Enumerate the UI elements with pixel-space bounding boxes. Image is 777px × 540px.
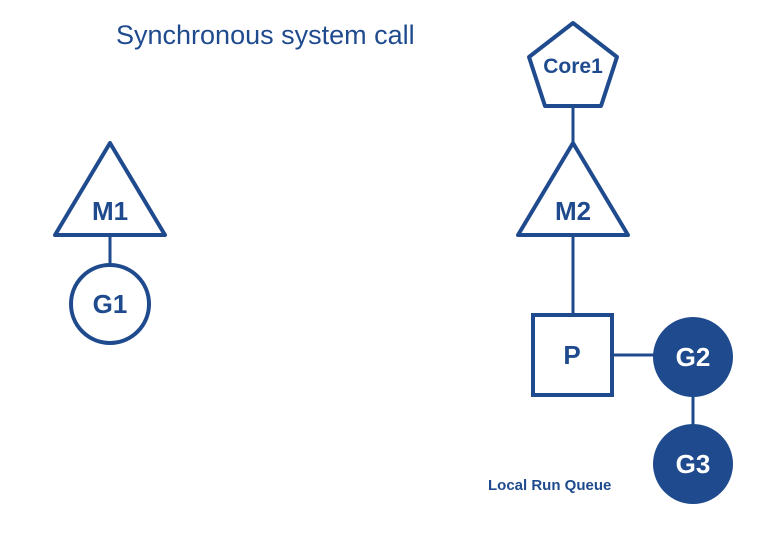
g1-node: G1 xyxy=(69,263,151,345)
triangle-shape xyxy=(516,141,630,237)
p-node: P xyxy=(531,313,614,397)
core1-node: Core1 xyxy=(527,21,619,108)
m1-node: M1 xyxy=(53,141,167,237)
local-run-queue-label: Local Run Queue xyxy=(488,477,611,494)
triangle-shape xyxy=(53,141,167,237)
core1-label: Core1 xyxy=(543,55,603,78)
g3-label: G3 xyxy=(676,449,711,479)
square-shape xyxy=(531,313,614,397)
g3-node: G3 xyxy=(653,424,733,504)
g2-node: G2 xyxy=(653,317,733,397)
g1-label: G1 xyxy=(93,289,128,319)
circle-shape xyxy=(653,424,733,504)
circle-shape xyxy=(653,317,733,397)
m2-label: M2 xyxy=(555,196,591,226)
circle-shape xyxy=(69,263,151,345)
m2-node: M2 xyxy=(516,141,630,237)
m1-label: M1 xyxy=(92,196,128,226)
p-label: P xyxy=(563,340,580,370)
pentagon-shape xyxy=(527,21,619,108)
g2-label: G2 xyxy=(676,342,711,372)
diagram-title: Synchronous system call xyxy=(116,20,415,50)
